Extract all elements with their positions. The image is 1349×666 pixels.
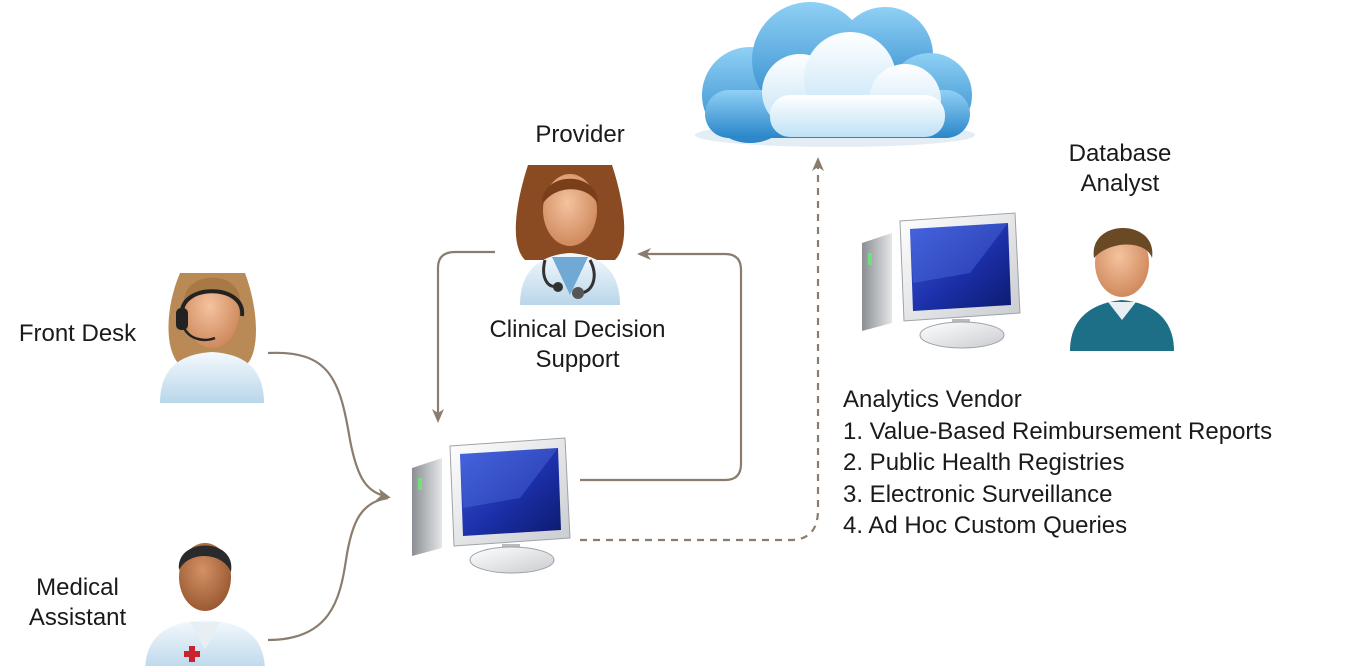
arrow-medical-assistant-to-ehr xyxy=(267,496,389,642)
arrow-front-desk-to-ehr xyxy=(267,351,391,501)
arrow-ehr-to-cloud-dashed xyxy=(580,157,824,542)
database-analyst-icon xyxy=(1070,228,1174,351)
cds-line-2: Support xyxy=(535,346,620,373)
medical-assistant-icon xyxy=(145,543,265,666)
vendor-item: 2. Public Health Registries xyxy=(843,449,1125,476)
front-desk-label: Front Desk xyxy=(18,320,137,347)
da-line-2: Analyst xyxy=(1080,170,1160,197)
provider-doctor-icon xyxy=(515,165,625,305)
vendor-item: 1. Value-Based Reimbursement Reports xyxy=(843,417,1273,445)
clinical-decision-support-label: Clinical Decision Support xyxy=(455,315,700,375)
medical-assistant-label: Medical Assistant xyxy=(10,573,145,633)
provider-label: Provider xyxy=(535,121,625,148)
analytics-vendor-title: Analytics Vendor xyxy=(843,386,1022,413)
ehr-computer-icon xyxy=(412,437,571,574)
ma-line-2: Assistant xyxy=(28,604,127,631)
arrow-provider-to-ehr xyxy=(432,250,495,423)
vendor-item: 3. Electronic Surveillance xyxy=(843,480,1113,508)
cds-line-1: Clinical Decision xyxy=(489,316,666,343)
vendor-item: 4. Ad Hoc Custom Queries xyxy=(843,512,1128,539)
database-analyst-label: Database Analyst xyxy=(1045,139,1195,199)
analytics-vendor-list: 1. Value-Based Reimbursement Reports 2. … xyxy=(843,416,1272,542)
ma-line-1: Medical xyxy=(36,574,119,601)
arrow-ehr-to-provider xyxy=(580,248,743,482)
da-line-1: Database xyxy=(1068,140,1172,167)
analytics-vendor-block: Analytics Vendor 1. Value-Based Reimburs… xyxy=(843,384,1272,542)
front-desk-receptionist-icon xyxy=(160,273,264,403)
analyst-computer-icon xyxy=(862,212,1021,349)
cloud-icon xyxy=(695,2,975,147)
